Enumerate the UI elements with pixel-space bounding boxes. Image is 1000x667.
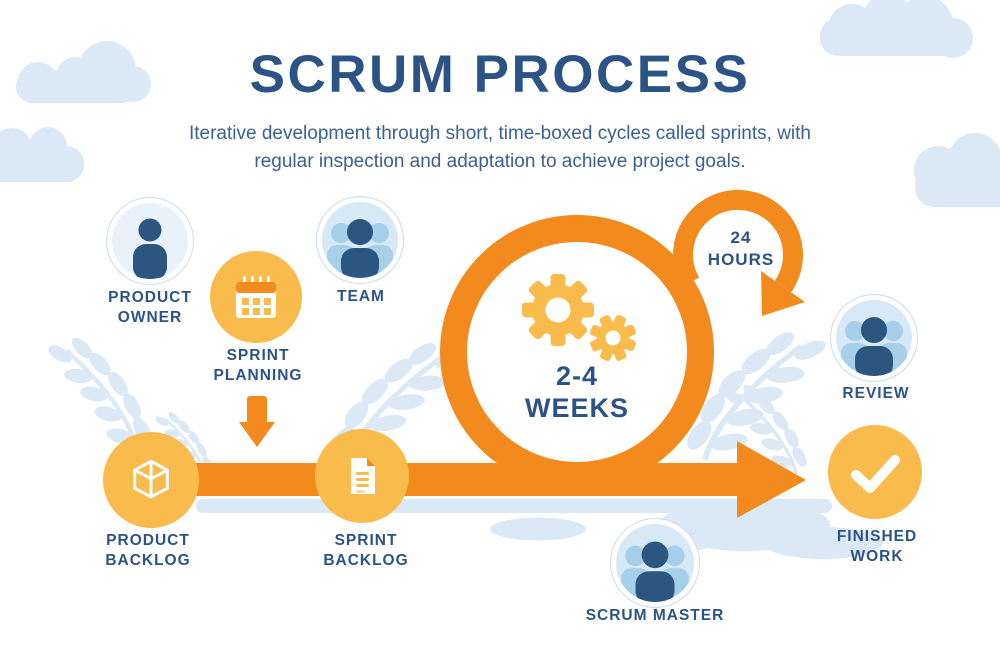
product-owner-avatar (106, 197, 194, 285)
cloud-left-edge (0, 127, 84, 182)
sprint-backlog-circle (315, 429, 409, 523)
cloud-right-edge (914, 133, 1000, 207)
down-arrow (239, 396, 275, 447)
cube-icon (133, 459, 169, 499)
calendar-icon (236, 276, 276, 318)
daily-cycle-label: 24 HOURS (707, 228, 775, 270)
product-owner-label: PRODUCT OWNER (108, 289, 192, 327)
sprint-backlog-label: SPRINT BACKLOG (323, 532, 409, 570)
gear-icon-small (590, 315, 636, 361)
review-label: REVIEW (842, 385, 910, 402)
document-icon (351, 458, 375, 494)
subtitle: Iterative development through short, tim… (188, 123, 812, 172)
ground-shadow-blobs (196, 499, 883, 559)
gear-icon (522, 274, 594, 346)
scrum-master-label: SCRUM MASTER (585, 607, 725, 624)
main-flow-arrow (160, 441, 806, 518)
product-backlog-label: PRODUCT BACKLOG (105, 532, 191, 570)
sprint-loop-ring (440, 215, 714, 489)
scrum-master-avatar (610, 518, 700, 608)
review-avatar (830, 294, 918, 382)
product-backlog-circle (103, 432, 199, 528)
finished-work-circle (828, 425, 922, 519)
sprint-duration-label: 2-4 WEEKS (524, 361, 629, 424)
daily-loop-arrow (672, 189, 805, 316)
finished-work-label: FINISHED WORK (836, 528, 918, 566)
sprint-planning-circle (210, 251, 302, 343)
person-icon (133, 218, 167, 279)
people-group-icon (841, 317, 907, 376)
page-title: SCRUM PROCESS (249, 45, 751, 104)
people-group-icon (327, 219, 393, 278)
cloud-top-left (16, 41, 151, 103)
team-avatar (316, 196, 404, 284)
people-group-icon (621, 541, 689, 602)
sprint-planning-label: SPRINT PLANNING (213, 347, 303, 385)
cloud-top-right (820, 0, 973, 58)
checkmark-icon (851, 455, 900, 493)
team-label: TEAM (337, 288, 385, 305)
